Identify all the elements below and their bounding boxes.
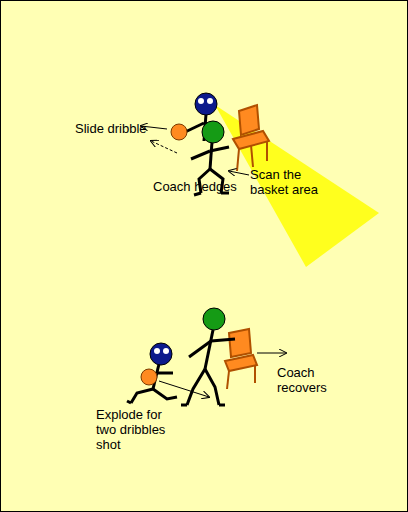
player-head (195, 93, 217, 115)
vision-cone (215, 105, 379, 267)
player-eye (198, 98, 204, 104)
player-eye (163, 348, 169, 354)
coach-label: Coach recovers (277, 365, 347, 395)
move-label: Explode for two dribbles shot (96, 407, 176, 452)
basketball (141, 369, 157, 385)
dribble-arrow (151, 141, 177, 153)
player-eye (207, 98, 213, 104)
player-eye (154, 348, 160, 354)
coach-figure (181, 330, 235, 405)
pointer-arrow (229, 171, 249, 175)
coach-head (202, 121, 224, 143)
coach-label: Coach hedges (153, 179, 248, 194)
move-label: Slide dribble (75, 121, 165, 136)
recover-arrow (257, 353, 286, 354)
vision-label: Scan the basket area (250, 167, 330, 197)
player-figure (127, 364, 177, 403)
basketball (171, 124, 187, 140)
player-head (150, 343, 172, 365)
drive-arrow (159, 381, 209, 397)
chair (233, 105, 269, 171)
coach-head (203, 308, 225, 330)
